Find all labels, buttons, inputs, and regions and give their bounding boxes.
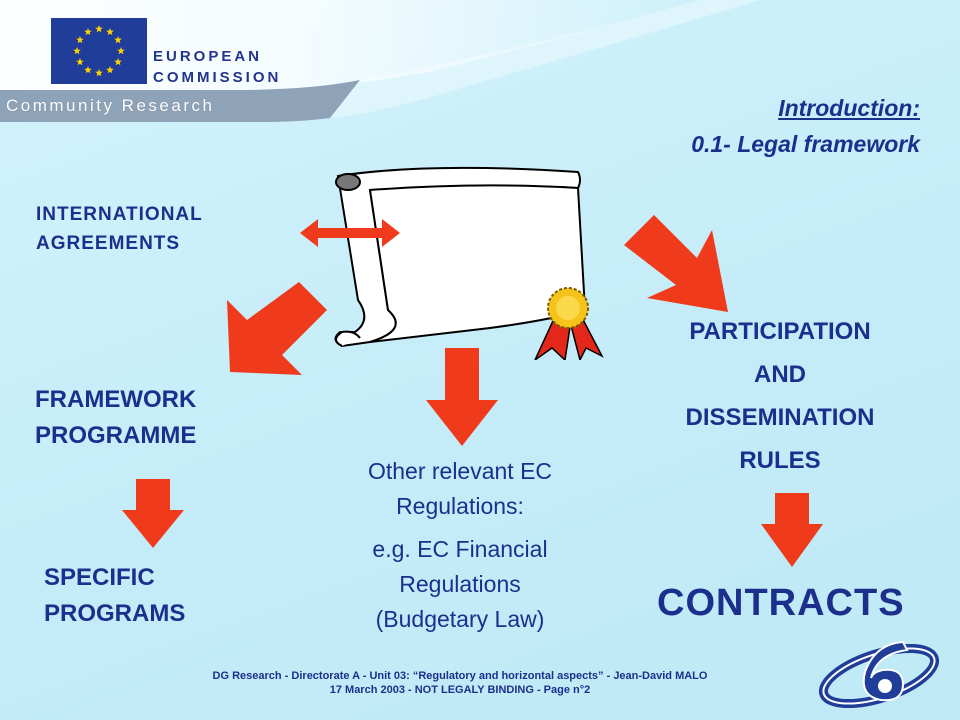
eu-star-icon [84,27,92,36]
eu-star-icon [76,58,84,66]
eu-star-icon [117,47,125,55]
eu-star-icon [106,66,114,74]
eu-star-icon [95,69,103,77]
fp6-logo [818,640,940,709]
specific-programs-label: SPECIFIC PROGRAMS [44,564,186,627]
eu-star-icon [95,25,103,33]
other-regulations-label: Other relevant EC Regulations: [367,458,553,519]
eu-star-icon [76,36,84,44]
title-line-1: Introduction: [778,95,920,121]
header-band [0,0,760,122]
contracts-label: CONTRACTS [657,582,905,624]
other-regulations-block: Other relevant EC Regulations: e.g. EC F… [322,454,598,637]
organization-name: EUROPEAN COMMISSION [153,48,282,86]
arrow-down-left-icon [227,282,327,375]
eu-star-icon [114,36,122,44]
eu-flag-logo [51,18,147,84]
title-line-2: 0.1- Legal framework [691,131,920,157]
arrow-down-icon [426,348,498,446]
arrow-down-icon [761,493,823,567]
footer-line-1: DG Research - Directorate A - Unit 03: “… [212,670,708,682]
framework-programme-label: FRAMEWORK PROGRAMME [35,386,197,449]
financial-regulations-label: e.g. EC Financial Regulations (Budgetary… [372,536,548,632]
eu-star-icon [73,47,81,55]
footer: DG Research - Directorate A - Unit 03: “… [100,669,820,697]
slide-title: Introduction: 0.1- Legal framework [691,90,920,162]
international-agreements-label: INTERNATIONAL AGREEMENTS [36,204,203,254]
department-name: Community Research [6,96,215,115]
eu-star-icon [106,27,114,36]
footer-line-2: 17 March 2003 - NOT LEGALY BINDING - Pag… [329,684,591,696]
double-arrow-icon [300,219,400,247]
participation-rules-label: PARTICIPATION AND DISSEMINATION RULES [685,318,875,474]
eu-star-icon [84,66,92,74]
arrow-down-right-icon [624,215,728,312]
scroll-document-icon [334,166,604,360]
ribbon-seal-icon [534,287,604,360]
arrow-down-icon [122,479,184,548]
eu-star-icon [114,58,122,66]
